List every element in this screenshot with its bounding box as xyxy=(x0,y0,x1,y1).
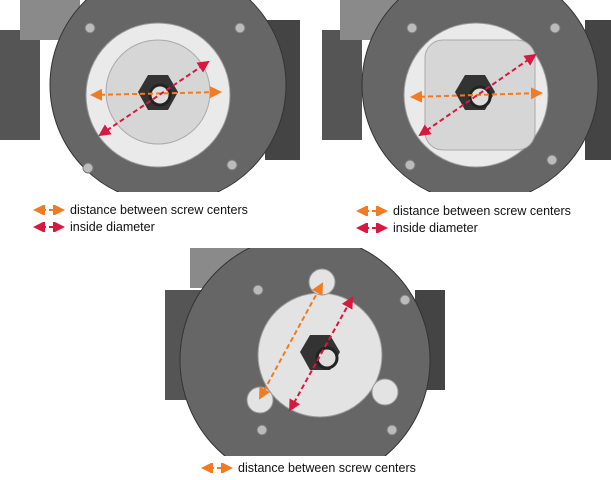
screw-icon xyxy=(84,22,96,34)
legend-item: distance between screw centers xyxy=(32,203,248,217)
red-dashed-double-arrow-icon xyxy=(33,222,65,232)
red-dashed-double-arrow-icon xyxy=(356,223,388,233)
orange-dashed-double-arrow-icon xyxy=(33,205,65,215)
legend-label: distance between screw centers xyxy=(238,461,416,475)
orange-dashed-double-arrow-icon xyxy=(356,206,388,216)
legend-item: distance between screw centers xyxy=(200,461,416,475)
legend-item: inside diameter xyxy=(32,220,155,234)
orange-dashed-double-arrow-icon xyxy=(201,463,233,473)
screw-icon xyxy=(404,159,416,171)
inside-diameter-arrow xyxy=(289,296,353,412)
legend-label: inside diameter xyxy=(393,221,478,235)
legend-label: inside diameter xyxy=(70,220,155,234)
inside-diameter-arrow xyxy=(98,60,210,137)
router-base-panel-2 xyxy=(322,0,611,192)
router-base-panel-1 xyxy=(0,0,300,192)
screw-icon xyxy=(406,22,418,34)
legend-item: distance between screw centers xyxy=(355,204,571,218)
screw-icon xyxy=(234,22,246,34)
screw-icon xyxy=(226,159,238,171)
screw-icon xyxy=(82,162,94,174)
screw-icon xyxy=(546,154,558,166)
screw-icon xyxy=(399,294,411,306)
inside-diameter-arrow xyxy=(418,53,537,137)
legend-label: distance between screw centers xyxy=(70,203,248,217)
screw-icon xyxy=(256,424,268,436)
legend-label: distance between screw centers xyxy=(393,204,571,218)
screw-icon xyxy=(252,284,264,296)
router-base-panel-3 xyxy=(165,248,445,456)
screw-icon xyxy=(549,22,561,34)
legend-item: inside diameter xyxy=(355,221,478,235)
screw-icon xyxy=(386,424,398,436)
